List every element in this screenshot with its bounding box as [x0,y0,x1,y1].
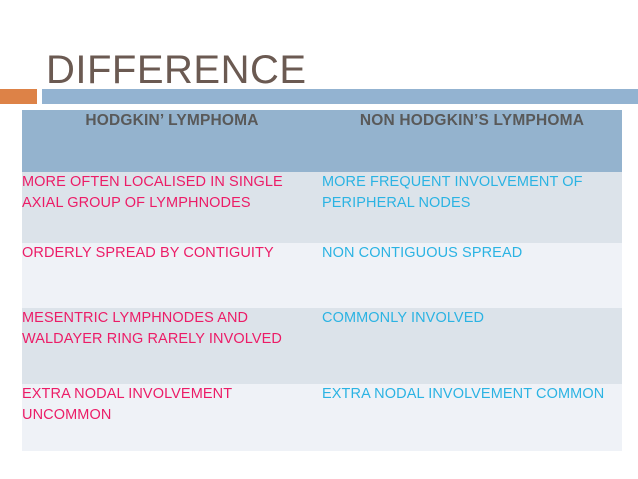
table-cell-text: EXTRA NODAL INVOLVEMENT COMMON [322,386,605,402]
table-header: HODGKIN’ LYMPHOMA NON HODGKIN’S LYMPHOMA [22,110,622,172]
table-cell-right: EXTRA NODAL INVOLVEMENT COMMON [322,384,622,451]
table-header-row: HODGKIN’ LYMPHOMA NON HODGKIN’S LYMPHOMA [22,110,622,172]
table-cell-right: NON CONTIGUOUS SPREAD [322,243,622,308]
page-title: DIFFERENCE [46,47,307,92]
column-header-hodgkin-label: HODGKIN’ LYMPHOMA [85,112,259,129]
table-body: MORE OFTEN LOCALISED IN SINGLE AXIAL GRO… [22,172,622,451]
table-cell-right: COMMONLY INVOLVED [322,308,622,384]
table-row: EXTRA NODAL INVOLVEMENT UNCOMMON EXTRA N… [22,384,622,451]
column-header-hodgkin: HODGKIN’ LYMPHOMA [22,110,322,172]
column-header-non-hodgkin: NON HODGKIN’S LYMPHOMA [322,110,622,172]
accent-bar-shape [42,89,638,104]
table-cell-text: MESENTRIC LYMPHNODES AND WALDAYER RING R… [22,310,282,347]
table-row: MORE OFTEN LOCALISED IN SINGLE AXIAL GRO… [22,172,622,243]
table-cell-left: MORE OFTEN LOCALISED IN SINGLE AXIAL GRO… [22,172,322,243]
table-row: MESENTRIC LYMPHNODES AND WALDAYER RING R… [22,308,622,384]
comparison-table: HODGKIN’ LYMPHOMA NON HODGKIN’S LYMPHOMA… [22,110,622,451]
table-cell-text: ORDERLY SPREAD BY CONTIGUITY [22,245,274,261]
accent-square-shape [0,89,37,104]
column-header-non-hodgkin-label: NON HODGKIN’S LYMPHOMA [359,112,585,129]
table-cell-text: COMMONLY INVOLVED [322,310,485,326]
table-cell-left: ORDERLY SPREAD BY CONTIGUITY [22,243,322,308]
table-row: ORDERLY SPREAD BY CONTIGUITY NON CONTIGU… [22,243,622,308]
title-decorative-rule [0,89,638,104]
table-cell-left: MESENTRIC LYMPHNODES AND WALDAYER RING R… [22,308,322,384]
table-cell-text: NON CONTIGUOUS SPREAD [322,245,523,261]
table-cell-right: MORE FREQUENT INVOLVEMENT OF PERIPHERAL … [322,172,622,243]
table-cell-text: MORE OFTEN LOCALISED IN SINGLE AXIAL GRO… [22,174,283,211]
table-cell-left: EXTRA NODAL INVOLVEMENT UNCOMMON [22,384,322,451]
table-cell-text: MORE FREQUENT INVOLVEMENT OF PERIPHERAL … [322,174,583,211]
table-cell-text: EXTRA NODAL INVOLVEMENT UNCOMMON [22,386,232,423]
